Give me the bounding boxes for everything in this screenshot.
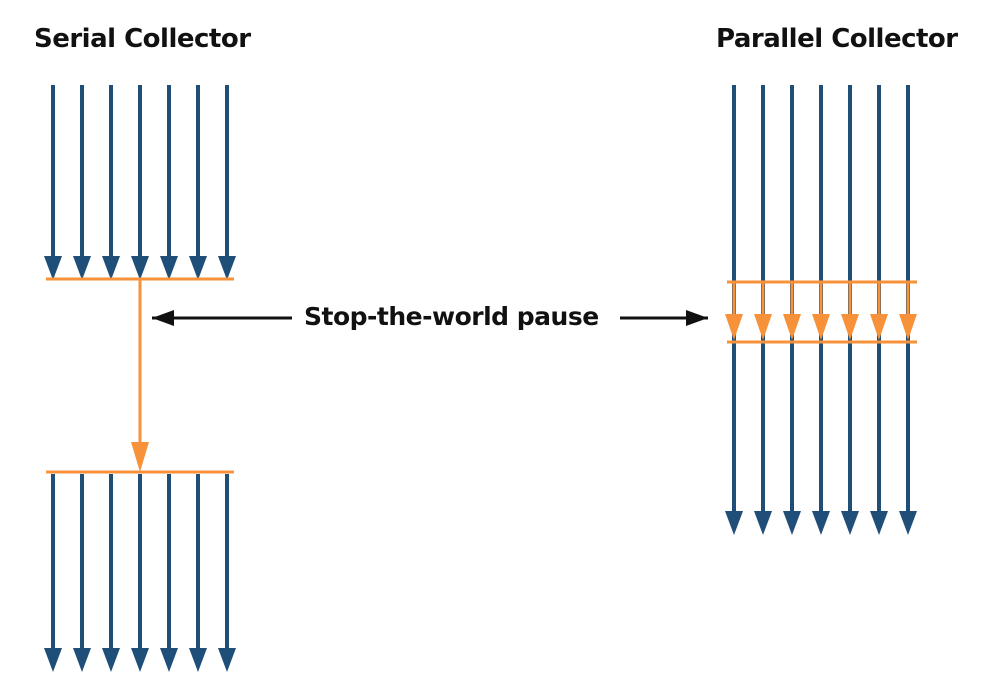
parallel-collector-diagram [725, 85, 917, 535]
serial-collector-diagram [44, 85, 236, 672]
thread-arrow [73, 474, 91, 672]
thread-arrow [44, 85, 62, 280]
gc-thread-arrow [899, 283, 917, 340]
pointer-right [620, 310, 708, 326]
thread-arrow [189, 474, 207, 672]
thread-arrow [102, 85, 120, 280]
parallel-collector-title: Parallel Collector [716, 24, 958, 54]
thread-arrow [102, 474, 120, 672]
thread-arrow [73, 85, 91, 280]
thread-arrow [131, 85, 149, 280]
gc-thread-arrow [783, 283, 801, 340]
gc-thread-arrow [812, 283, 830, 340]
gc-thread-arrow [754, 283, 772, 340]
gc-thread-arrow [725, 283, 743, 340]
thread-arrow [44, 474, 62, 672]
gc-thread-arrow [131, 279, 149, 472]
gc-thread-arrow [870, 283, 888, 340]
thread-arrow [160, 85, 178, 280]
pause-pointers [152, 310, 708, 326]
pointer-left [152, 310, 292, 326]
gc-thread-arrow [841, 283, 859, 340]
thread-arrow [218, 85, 236, 280]
serial-collector-title: Serial Collector [34, 24, 251, 54]
thread-arrow [189, 85, 207, 280]
thread-arrow [131, 474, 149, 672]
stop-the-world-pause-label: Stop-the-world pause [304, 302, 599, 331]
thread-arrow [218, 474, 236, 672]
thread-arrow [160, 474, 178, 672]
